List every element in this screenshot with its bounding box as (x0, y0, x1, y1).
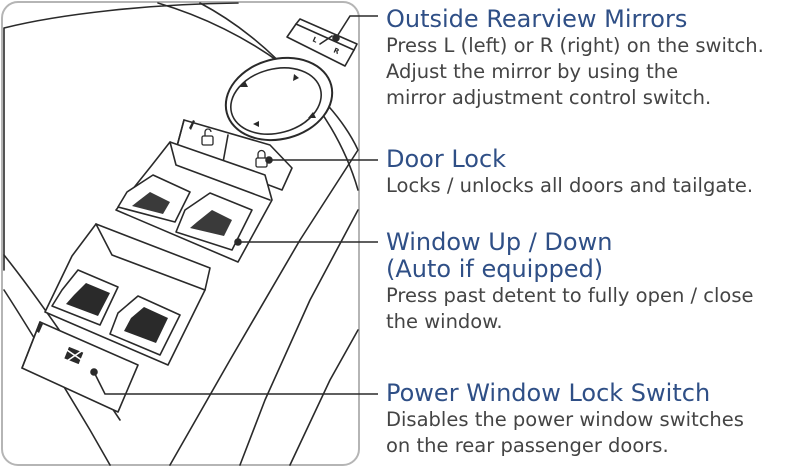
callout-title: Power Window Lock Switch (386, 379, 711, 407)
callout-line: Locks / unlocks all doors and tailgate. (386, 174, 754, 197)
mirror-switch-right-label: R (332, 47, 341, 57)
callout-subtitle: (Auto if equipped) (386, 255, 604, 283)
armrest-outline (3, 2, 359, 466)
callout-window-up-down: Window Up / Down (Auto if equipped) Pres… (386, 229, 754, 335)
callout-line: Press past detent to fully open / close (386, 284, 754, 307)
dial-arrow-down-icon (308, 112, 316, 118)
callout-line: Disables the power window switches (386, 408, 744, 431)
door-lock-indicator-icon (189, 120, 195, 130)
window-lock-callout-line (93, 371, 378, 395)
mirror-switch-left-label: L (311, 36, 319, 45)
callout-line: the window. (386, 310, 503, 333)
callout-door-lock: Door Lock Locks / unlocks all doors and … (386, 146, 753, 199)
callout-line: Adjust the mirror by using the (386, 60, 679, 83)
window-switch-front-right-icon (190, 210, 232, 236)
mirror-callout-line (335, 15, 378, 39)
mirror-adjustment-dial[interactable] (216, 46, 341, 151)
armrest-lower-edge (289, 329, 359, 466)
callout-line: on the rear passenger doors. (386, 434, 669, 457)
dial-arrow-left-icon (253, 121, 259, 127)
window-switch-front-left-icon (132, 192, 170, 214)
callout-title: Outside Rearview Mirrors (386, 5, 688, 33)
window-switch-rear-right-icon (124, 307, 168, 343)
mirror-lr-switch[interactable] (286, 18, 358, 67)
window-switch-rear-left-icon (66, 283, 110, 316)
lock-switch-indicator-icon (36, 323, 43, 333)
callout-line: mirror adjustment control switch. (386, 86, 712, 109)
window-lock-icon (63, 346, 87, 365)
callout-line: Press L (left) or R (right) on the switc… (386, 34, 764, 57)
callout-power-window-lock: Power Window Lock Switch Disables the po… (386, 380, 744, 459)
window-switch-group-rear[interactable] (44, 223, 211, 366)
callout-title: Window Up / Down (386, 228, 613, 256)
callout-outside-mirrors: Outside Rearview Mirrors Press L (left) … (386, 6, 764, 111)
dial-arrow-up-icon (240, 81, 248, 87)
window-switch-group-front[interactable] (115, 141, 273, 263)
dial-arrow-right-icon (293, 74, 299, 81)
unlock-icon (201, 128, 214, 146)
callout-title: Door Lock (386, 145, 507, 173)
